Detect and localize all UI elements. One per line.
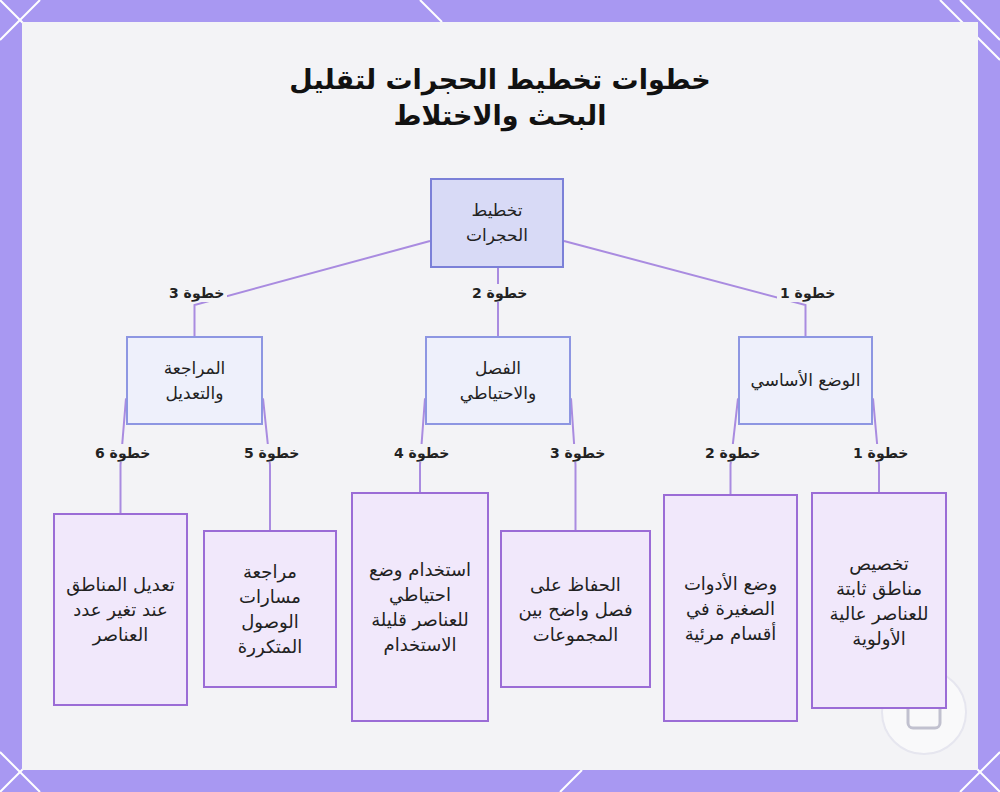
step-label: خطوة 2: [469, 284, 530, 302]
connector-line: [497, 268, 499, 336]
step-box: تخصيص مناطق ثابتة للعناصر عالية الأولوية: [811, 492, 947, 709]
node-text: الوضع الأساسي: [751, 368, 861, 393]
node-text: الفصل والاحتياطي: [437, 356, 559, 406]
step-box: مراجعة مسارات الوصول المتكررة: [203, 530, 337, 688]
node-text: المراجعة والتعديل: [138, 356, 251, 406]
step-label: خطوة 1: [850, 444, 911, 462]
connector-line: [195, 241, 431, 336]
connector-line: [263, 398, 270, 530]
connector-line: [564, 241, 806, 336]
node-text: الحفاظ على فصل واضح بين المجموعات: [512, 572, 639, 647]
diagram-title: خطوات تخطيط الحجرات لتقليل البحث والاختل…: [270, 62, 730, 134]
step-label: خطوة 6: [92, 444, 153, 462]
node-text: مراجعة مسارات الوصول المتكررة: [215, 559, 325, 659]
connector-line: [571, 398, 576, 530]
stage-box: الفصل والاحتياطي: [425, 336, 571, 425]
step-box: الحفاظ على فصل واضح بين المجموعات: [500, 530, 651, 688]
step-box: استخدام وضع احتياطي للعناصر قليلة الاستخ…: [351, 492, 489, 722]
node-text: تعديل المناطق عند تغير عدد العناصر: [65, 572, 176, 647]
inner-ground: [22, 22, 978, 770]
node-text: استخدام وضع احتياطي للعناصر قليلة الاستخ…: [363, 557, 477, 657]
step-box: وضع الأدوات الصغيرة في أقسام مرئية: [663, 494, 798, 722]
step-label: خطوة 2: [702, 444, 763, 462]
node-text: وضع الأدوات الصغيرة في أقسام مرئية: [675, 571, 786, 646]
stage-box: المراجعة والتعديل: [126, 336, 263, 425]
node-text: تخصيص مناطق ثابتة للعناصر عالية الأولوية: [823, 551, 935, 651]
step-label: خطوة 3: [547, 444, 608, 462]
step-label: خطوة 4: [391, 444, 452, 462]
root-box: تخطيط الحجرات: [430, 178, 564, 268]
step-box: تعديل المناطق عند تغير عدد العناصر: [53, 513, 188, 706]
node-text: تخطيط الحجرات: [442, 198, 552, 248]
stage-box: الوضع الأساسي: [738, 336, 873, 425]
step-label: خطوة 5: [241, 444, 302, 462]
step-label: خطوة 3: [166, 284, 227, 302]
step-label: خطوة 1: [777, 284, 838, 302]
